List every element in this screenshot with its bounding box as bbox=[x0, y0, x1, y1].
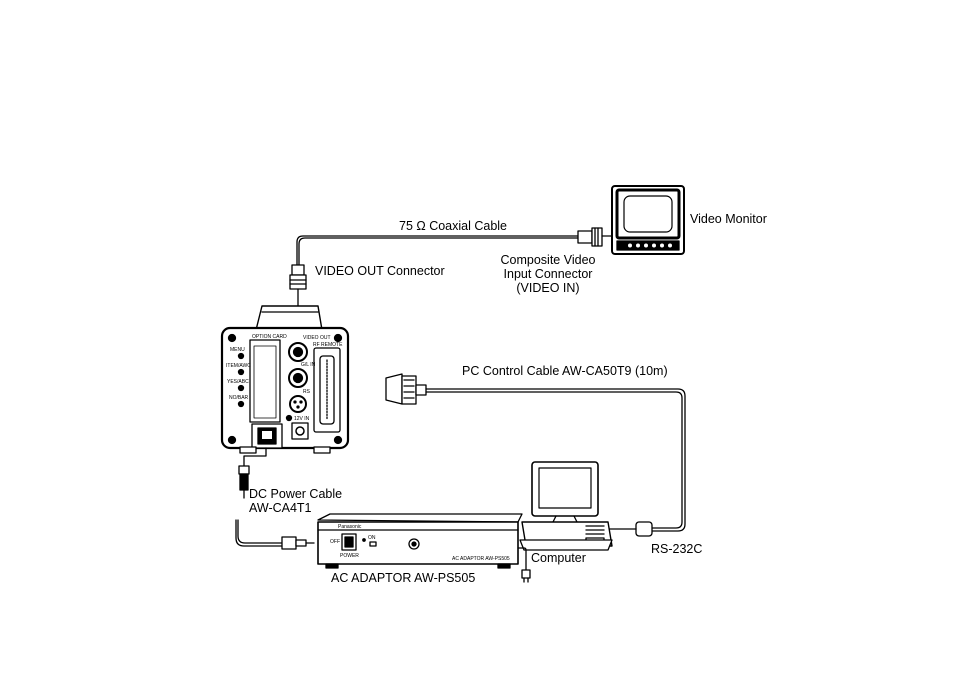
composite-video-line-1: Composite Video bbox=[500, 253, 596, 267]
computer bbox=[519, 461, 613, 551]
pc-control-cable-label: PC Control Cable AW-CA50T9 (10m) bbox=[462, 364, 668, 378]
ac-adaptor-label: AC ADAPTOR AW-PS505 bbox=[331, 571, 476, 585]
rs-text: RS bbox=[303, 389, 311, 395]
computer-label: Computer bbox=[531, 551, 586, 565]
no-bar-text: NO/BAR bbox=[229, 395, 249, 401]
dc-power-cable bbox=[235, 447, 315, 550]
dc-power-cable-line-2: AW-CA4T1 bbox=[249, 501, 312, 515]
adaptor-brand-text: Panasonic bbox=[338, 524, 362, 530]
video-monitor bbox=[611, 185, 685, 255]
adaptor-off-text: OFF bbox=[330, 539, 340, 545]
adaptor-model-text: AC ADAPTOR AW-PS505 bbox=[452, 556, 510, 562]
camera-rear-panel bbox=[220, 305, 350, 454]
rs232c-label: RS-232C bbox=[651, 542, 703, 556]
adaptor-power-text: POWER bbox=[340, 553, 359, 559]
composite-video-line-3: (VIDEO IN) bbox=[516, 281, 580, 295]
composite-video-label: Composite Video Input Connector (VIDEO I… bbox=[488, 253, 608, 295]
video-out-bnc-connector bbox=[289, 264, 307, 343]
video-out-connector-label: VIDEO OUT Connector bbox=[315, 264, 445, 278]
ac-adaptor bbox=[317, 513, 531, 583]
option-card-text: OPTION CARD bbox=[252, 334, 287, 340]
item-awc-text: ITEM/AWC bbox=[226, 363, 251, 369]
gl-in-text: G/L IN bbox=[301, 362, 316, 368]
rf-remote-text: RF REMOTE bbox=[313, 342, 343, 348]
adaptor-on-text: ON bbox=[368, 535, 376, 541]
coaxial-cable bbox=[296, 227, 613, 267]
camera-panel-text: OPTION CARD VIDEO OUT RF REMOTE G/L IN R… bbox=[226, 334, 343, 422]
dc-power-cable-label: DC Power Cable AW-CA4T1 bbox=[249, 487, 342, 515]
video-monitor-label: Video Monitor bbox=[690, 212, 767, 226]
composite-video-line-2: Input Connector bbox=[503, 267, 593, 281]
yes-abc-text: YES/ABC bbox=[227, 379, 249, 385]
coaxial-cable-label: 75 Ω Coaxial Cable bbox=[399, 219, 508, 233]
video-out-panel-text: VIDEO OUT bbox=[303, 335, 331, 341]
pc-control-cable bbox=[385, 373, 686, 537]
dc-power-cable-line-1: DC Power Cable bbox=[249, 487, 343, 501]
dc12v-in-text: 12V IN bbox=[294, 416, 310, 422]
menu-text: MENU bbox=[230, 347, 245, 353]
adaptor-panel-text: Panasonic POWER OFF ON AC ADAPTOR AW-PS5… bbox=[330, 524, 510, 562]
